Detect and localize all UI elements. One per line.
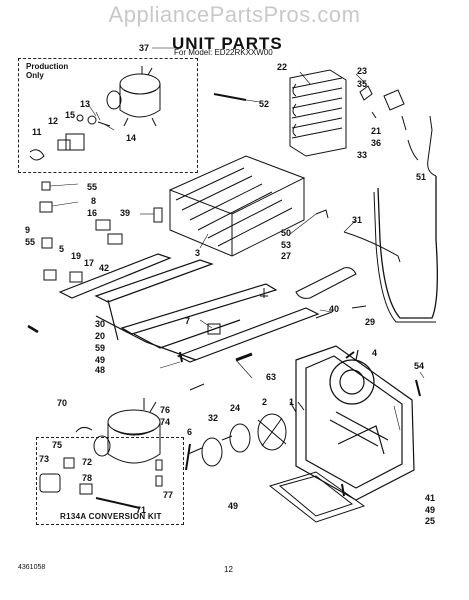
callout-14: 14 [126, 133, 137, 143]
callout-4: 4 [372, 348, 378, 358]
production-only-box [18, 58, 198, 173]
callout-3: 3 [195, 248, 201, 258]
callout-74: 74 [160, 417, 171, 427]
callout-21: 21 [371, 126, 382, 136]
callout-8: 8 [91, 196, 97, 206]
callout-78: 78 [82, 473, 93, 483]
callout-73: 73 [39, 454, 50, 464]
callout-25: 25 [425, 516, 436, 526]
compressor-production [106, 66, 161, 127]
model-subtitle: For Model: ED22RKXXW00 [174, 48, 273, 57]
callout-55: 55 [87, 182, 98, 192]
callout-19: 19 [71, 251, 82, 261]
callout-49b: 49 [228, 501, 239, 511]
frame-rails [58, 253, 320, 363]
callout-9: 9 [25, 225, 31, 235]
callout-72: 72 [82, 457, 93, 467]
callout-50: 50 [281, 228, 292, 238]
callout-16: 16 [87, 208, 98, 218]
callout-13: 13 [80, 99, 91, 109]
document-code: 4361058 [18, 564, 46, 571]
condenser-coil [289, 69, 347, 157]
callout-49: 49 [95, 355, 106, 365]
callout-6: 6 [187, 427, 193, 437]
callout-59: 59 [95, 343, 106, 353]
callout-2: 2 [262, 397, 268, 407]
clip-part [29, 149, 45, 161]
callout-37: 37 [139, 43, 150, 53]
callout-24: 24 [230, 403, 241, 413]
base-pan [295, 345, 415, 501]
callout-23: 23 [357, 66, 368, 76]
kit-relay [39, 473, 61, 493]
conversion-kit-label: R134A CONVERSION KIT [60, 512, 162, 521]
callout-49c: 49 [425, 505, 436, 515]
callout-5: 5 [59, 244, 65, 254]
watermark: AppliancePartsPros.com [108, 2, 361, 27]
callout-32: 32 [208, 413, 219, 423]
production-only-label: Production Only [26, 62, 69, 80]
conversion-kit-box [36, 437, 184, 525]
callout-11: 11 [32, 127, 42, 137]
callout-48: 48 [95, 365, 106, 375]
callout-20: 20 [95, 331, 106, 341]
evaporator-coil [168, 155, 306, 257]
callout-40: 40 [329, 304, 340, 314]
callout-1: 1 [289, 397, 295, 407]
callout-75: 75 [52, 440, 63, 450]
callout-71: 71 [136, 505, 147, 515]
callout-42: 42 [99, 263, 110, 273]
compressor-conversion-kit [93, 398, 161, 464]
callout-29: 29 [365, 317, 376, 327]
callout-33: 33 [357, 150, 368, 160]
callout-52: 52 [259, 99, 270, 109]
callout-55b: 55 [25, 237, 36, 247]
callout-54: 54 [414, 361, 425, 371]
callout-63: 63 [266, 372, 277, 382]
callout-35: 35 [357, 79, 368, 89]
callout-36: 36 [371, 138, 382, 148]
callout-39: 39 [120, 208, 131, 218]
callout-22: 22 [277, 62, 288, 72]
callout-15: 15 [65, 110, 76, 120]
callout-17: 17 [84, 258, 95, 268]
callout-41: 41 [425, 493, 436, 503]
condenser-fan-motor [185, 413, 287, 471]
page-number: 12 [224, 565, 233, 574]
callout-12: 12 [48, 116, 59, 126]
diagram-title: UNIT PARTS [172, 34, 283, 53]
relay-part [65, 133, 85, 151]
callout-77: 77 [163, 490, 174, 500]
callout-70: 70 [57, 398, 68, 408]
callout-53: 53 [281, 240, 292, 250]
callout-51: 51 [416, 172, 427, 182]
callout-27: 27 [281, 251, 292, 261]
callout-30: 30 [95, 319, 106, 329]
callout-76: 76 [160, 405, 171, 415]
callout-7: 7 [185, 316, 191, 326]
callout-31: 31 [352, 215, 363, 225]
